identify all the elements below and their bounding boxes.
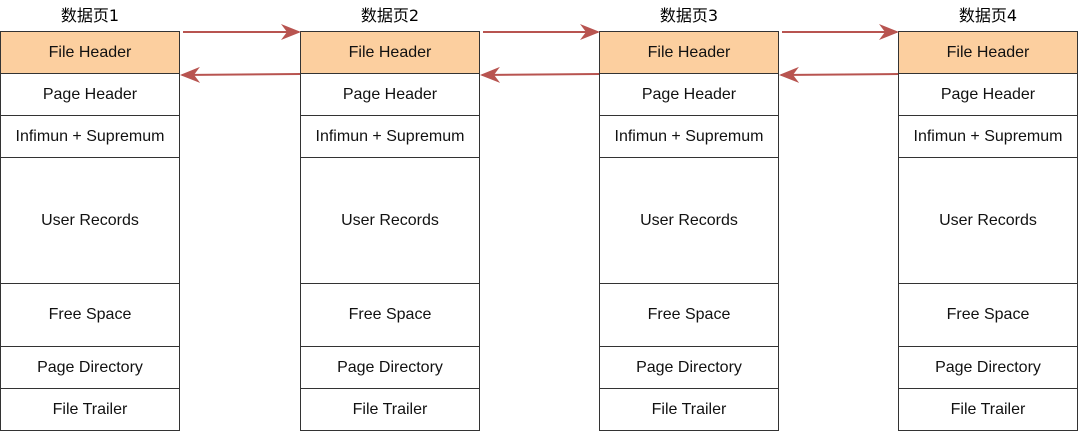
section-page-header: Page Header (0, 73, 180, 116)
section-page-directory: Page Directory (898, 346, 1078, 389)
section-file-trailer: File Trailer (0, 388, 180, 431)
section-file-trailer: File Trailer (599, 388, 779, 431)
section-file-trailer: File Trailer (898, 388, 1078, 431)
section-file-header: File Header (599, 31, 779, 74)
section-user-records: User Records (898, 157, 1078, 284)
section-free-space: Free Space (599, 283, 779, 347)
section-free-space: Free Space (300, 283, 480, 347)
section-file-header: File Header (300, 31, 480, 74)
section-user-records: User Records (0, 157, 180, 284)
section-user-records: User Records (300, 157, 480, 284)
prev-page-arrow (480, 66, 600, 83)
section-free-space: Free Space (0, 283, 180, 347)
section-page-header: Page Header (300, 73, 480, 116)
prev-page-arrow (779, 66, 899, 83)
section-file-trailer: File Trailer (300, 388, 480, 431)
section-page-directory: Page Directory (599, 346, 779, 389)
page-title: 数据页3 (659, 6, 719, 25)
page-title: 数据页2 (360, 6, 420, 25)
page-title: 数据页4 (958, 6, 1018, 25)
section-infimun-supremum: Infimun + Supremum (599, 115, 779, 158)
section-page-header: Page Header (599, 73, 779, 116)
prev-page-arrow (180, 66, 301, 83)
section-file-header: File Header (898, 31, 1078, 74)
section-user-records: User Records (599, 157, 779, 284)
page-title: 数据页1 (60, 6, 120, 25)
section-page-directory: Page Directory (0, 346, 180, 389)
section-free-space: Free Space (898, 283, 1078, 347)
